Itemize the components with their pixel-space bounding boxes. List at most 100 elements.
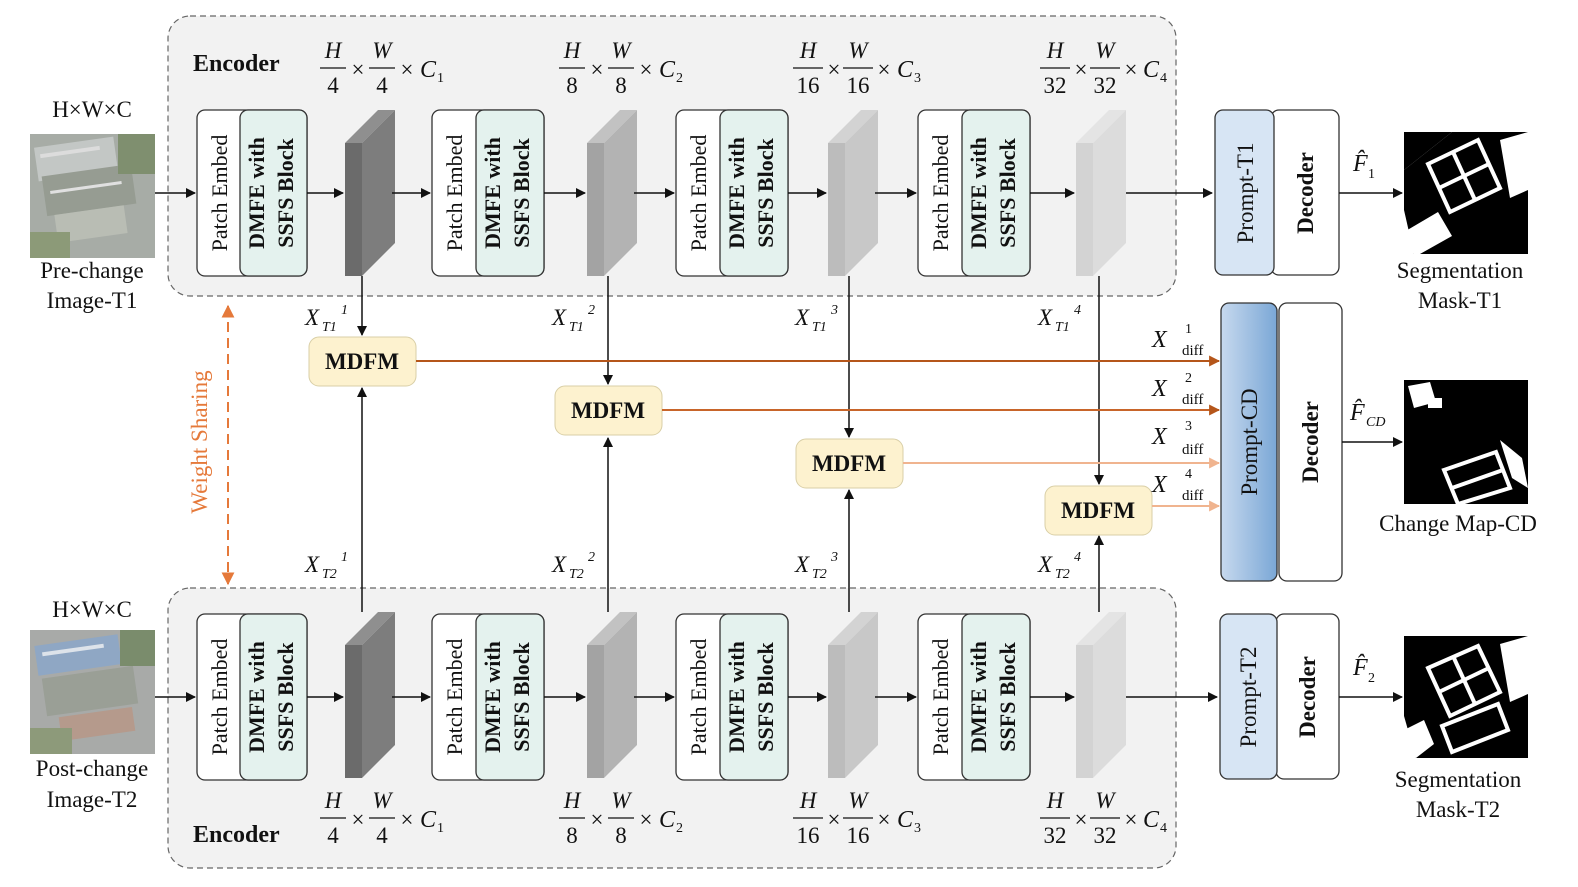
xt1-label-2: X T1 2 bbox=[551, 303, 595, 335]
xt-sub: T2 bbox=[1055, 567, 1070, 582]
dim-channel-sub: 4 bbox=[1160, 821, 1167, 836]
segmentation-mask-t1-image bbox=[1404, 132, 1528, 254]
diff-x: X bbox=[1151, 424, 1168, 450]
xt2-label-3: X T2 3 bbox=[794, 550, 838, 582]
xt-sup: 3 bbox=[830, 303, 838, 318]
patch-embed-label: Patch Embed bbox=[686, 135, 711, 252]
patch-embed-label: Patch Embed bbox=[207, 135, 232, 252]
weight-sharing-label: Weight Sharing bbox=[187, 370, 212, 514]
encoder-t2-label: Encoder bbox=[193, 822, 280, 848]
encoder-t1-label: Encoder bbox=[193, 51, 280, 77]
decoder-t2-label: Decoder bbox=[1295, 656, 1320, 738]
diff-label-4: X 4 diff bbox=[1151, 467, 1203, 504]
decoder-cd-group: Prompt-CD Decoder bbox=[1220, 302, 1343, 582]
dim-den-h: 16 bbox=[797, 823, 820, 848]
decoder-t1-label: Decoder bbox=[1293, 152, 1318, 234]
post-change-image bbox=[30, 630, 155, 754]
xt-x: X bbox=[1037, 552, 1053, 577]
f-sub: CD bbox=[1366, 415, 1385, 430]
dim-channel: C bbox=[659, 57, 676, 83]
input-t2-label-line2: Image-T2 bbox=[47, 787, 138, 812]
xt-x: X bbox=[551, 552, 567, 577]
dim-times-1: × bbox=[1075, 57, 1088, 82]
dmfe-label-line2: SSFS Block bbox=[509, 642, 534, 752]
xt-x: X bbox=[551, 305, 567, 330]
diff-label-1: X 1 diff bbox=[1151, 322, 1203, 359]
f-hat-cd: F̂ CD bbox=[1349, 399, 1385, 430]
dim-channel: C bbox=[659, 807, 676, 833]
f-sub: 2 bbox=[1368, 671, 1375, 686]
mdfm-label: MDFM bbox=[571, 398, 645, 423]
dim-channel: C bbox=[420, 807, 437, 833]
dim-num-w: W bbox=[372, 788, 393, 813]
diff-sup: 3 bbox=[1185, 419, 1192, 434]
xt1-label-3: X T1 3 bbox=[794, 303, 838, 335]
dim-channel: C bbox=[1143, 807, 1160, 833]
prompt-t1-label: Prompt-T1 bbox=[1233, 143, 1258, 244]
xt-sub: T1 bbox=[812, 320, 827, 335]
stage-block-t1-4: Patch Embed DMFE with SSFS Block bbox=[917, 109, 1031, 277]
change-map-cd-image bbox=[1404, 380, 1528, 507]
patch-embed-label: Patch Embed bbox=[928, 135, 953, 252]
feature-map-t2-4 bbox=[1076, 612, 1126, 778]
xt-x: X bbox=[794, 305, 810, 330]
f-symbol: F̂ bbox=[1352, 654, 1368, 681]
dmfe-label-line2: SSFS Block bbox=[509, 138, 534, 248]
mdfm-1: MDFM bbox=[308, 336, 417, 387]
dim-num-w: W bbox=[611, 788, 632, 813]
stage-block-t2-4: Patch Embed DMFE with SSFS Block bbox=[917, 613, 1031, 781]
xt1-label-4: X T1 4 bbox=[1037, 303, 1081, 335]
dim-times-1: × bbox=[352, 807, 365, 832]
dim-den-w: 4 bbox=[376, 73, 388, 98]
dim-times-2: × bbox=[1125, 807, 1138, 832]
dim-num-h: H bbox=[324, 38, 343, 63]
dim-times-2: × bbox=[640, 57, 653, 82]
f-sub: 1 bbox=[1368, 167, 1375, 182]
dim-times-2: × bbox=[878, 807, 891, 832]
dim-times-1: × bbox=[591, 807, 604, 832]
patch-embed-label: Patch Embed bbox=[442, 639, 467, 756]
dmfe-label-line1: DMFE with bbox=[724, 641, 749, 753]
dim-channel-sub: 3 bbox=[914, 821, 921, 836]
dim-num-h: H bbox=[563, 788, 582, 813]
dim-channel: C bbox=[420, 57, 437, 83]
dim-den-w: 32 bbox=[1094, 73, 1117, 98]
dmfe-label-line1: DMFE with bbox=[966, 137, 991, 249]
stage-block-t1-1: Patch Embed DMFE with SSFS Block bbox=[196, 109, 308, 277]
dim-channel: C bbox=[897, 807, 914, 833]
dim-num-h: H bbox=[1046, 38, 1065, 63]
dim-num-h: H bbox=[1046, 788, 1065, 813]
dim-num-w: W bbox=[1095, 788, 1116, 813]
feature-map-t1-2 bbox=[587, 110, 637, 276]
dim-den-w: 16 bbox=[847, 823, 870, 848]
feature-map-t1-1 bbox=[345, 110, 395, 276]
output-t1-label-line1: Segmentation bbox=[1397, 258, 1524, 283]
dim-times-2: × bbox=[640, 807, 653, 832]
xt-sub: T1 bbox=[322, 320, 337, 335]
xt-sup: 4 bbox=[1074, 550, 1081, 565]
prompt-t2-label: Prompt-T2 bbox=[1236, 647, 1261, 748]
dim-channel: C bbox=[897, 57, 914, 83]
dim-times-2: × bbox=[878, 57, 891, 82]
dmfe-label-line1: DMFE with bbox=[480, 641, 505, 753]
stage-block-t2-3: Patch Embed DMFE with SSFS Block bbox=[675, 613, 789, 781]
f-symbol: F̂ bbox=[1349, 399, 1365, 426]
xt-sub: T2 bbox=[812, 567, 827, 582]
xt-sup: 1 bbox=[341, 550, 348, 565]
xt2-label-4: X T2 4 bbox=[1037, 550, 1081, 582]
dim-num-h: H bbox=[563, 38, 582, 63]
dmfe-label-line2: SSFS Block bbox=[995, 138, 1020, 248]
diff-x: X bbox=[1151, 472, 1168, 498]
dmfe-label-line1: DMFE with bbox=[244, 137, 269, 249]
f-hat-1: F̂ 1 bbox=[1352, 150, 1375, 182]
dim-channel: C bbox=[1143, 57, 1160, 83]
xt1-label-1: X T1 1 bbox=[304, 303, 348, 335]
dim-num-w: W bbox=[848, 38, 869, 63]
mdfm-3: MDFM bbox=[795, 438, 904, 489]
input-t1-dims: H×W×C bbox=[52, 97, 132, 122]
dmfe-label-line1: DMFE with bbox=[244, 641, 269, 753]
dmfe-label-line2: SSFS Block bbox=[273, 642, 298, 752]
mdfm-4: MDFM bbox=[1044, 485, 1153, 536]
stage-dims-t2-1: H 4 × W 4 × C 1 bbox=[320, 788, 444, 848]
